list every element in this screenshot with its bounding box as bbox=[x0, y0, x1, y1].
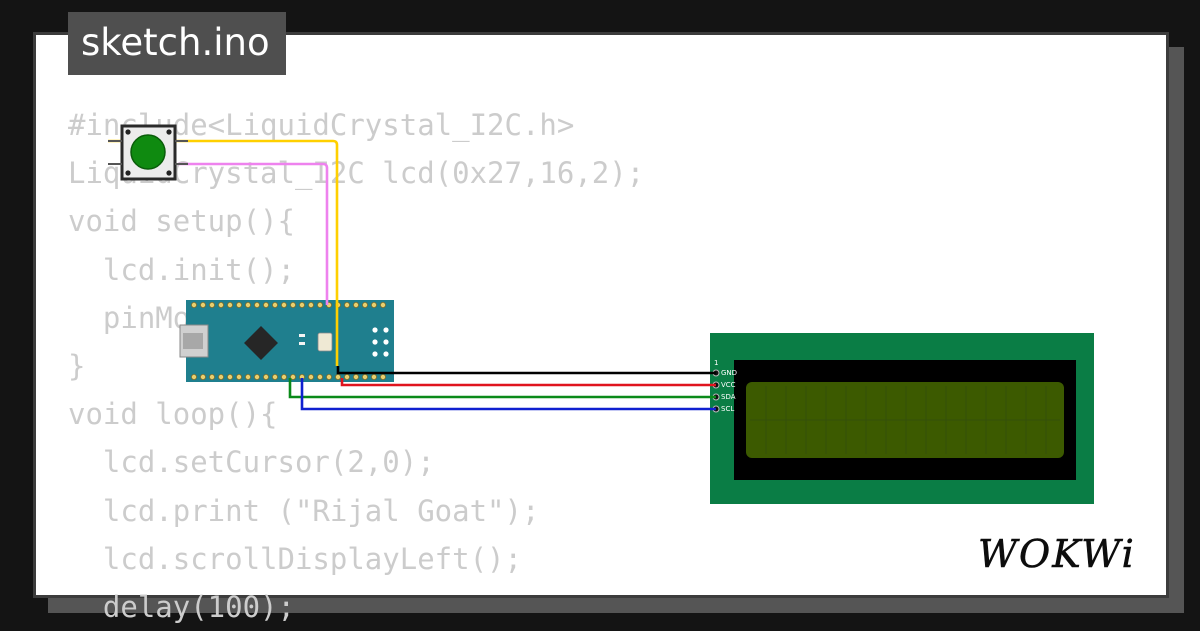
code-block: #include<LiquidCrystal_I2C.h>LiquidCryst… bbox=[68, 101, 644, 631]
pushbutton[interactable] bbox=[108, 124, 188, 181]
lcd-pin-number: 1 bbox=[714, 359, 718, 367]
nano-icsp-header bbox=[368, 322, 394, 362]
lcd-char-grid bbox=[750, 386, 1060, 454]
wire-vcc bbox=[340, 378, 716, 387]
lcd-pin-label: SCL bbox=[721, 405, 734, 413]
code-line: lcd.init(); bbox=[68, 252, 295, 287]
lcd-wires bbox=[288, 366, 716, 411]
pushbutton-cap bbox=[130, 134, 166, 170]
pushbutton-screw bbox=[166, 129, 172, 135]
code-line: delay(100); bbox=[68, 589, 295, 624]
wire-scl bbox=[300, 378, 716, 411]
code-line: void loop(){ bbox=[68, 397, 278, 432]
code-card: #include<LiquidCrystal_I2C.h>LiquidCryst… bbox=[33, 32, 1169, 624]
button-wires bbox=[108, 139, 339, 366]
code-line: lcd.scrollDisplayLeft(); bbox=[68, 541, 522, 576]
nano-led bbox=[299, 342, 305, 345]
code-line: void setup(){ bbox=[68, 204, 295, 239]
nano-chip bbox=[244, 326, 278, 360]
pushbutton-screw bbox=[125, 129, 131, 135]
nano-usb-inner bbox=[183, 333, 203, 349]
code-line: lcd.setCursor(2,0); bbox=[68, 445, 435, 480]
lcd-pin-label: VCC bbox=[721, 381, 736, 389]
code-line: lcd.print ("Rijal Goat"); bbox=[68, 493, 540, 528]
lcd-module[interactable]: 1 GND VCC SDA SCL bbox=[710, 333, 1094, 504]
nano-reset-button bbox=[317, 332, 333, 352]
lcd-pin-label: SDA bbox=[721, 393, 736, 401]
code-line: LiquidCrystal_I2C lcd(0x27,16,2); bbox=[68, 156, 645, 191]
logo-text: WOKWi bbox=[978, 532, 1136, 576]
wokwi-logo: WOKWi bbox=[978, 532, 1136, 577]
filename-tab[interactable]: sketch.ino bbox=[68, 12, 286, 75]
wire-button-pink bbox=[178, 162, 329, 305]
wire-button-yellow bbox=[108, 139, 339, 366]
nano-led bbox=[299, 334, 305, 337]
lcd-pin-label: GND bbox=[721, 369, 737, 377]
pushbutton-screw bbox=[166, 170, 172, 176]
nano-board bbox=[186, 300, 394, 382]
wire-sda bbox=[288, 378, 716, 399]
nano-icsp-pins bbox=[372, 327, 389, 357]
code-line: } bbox=[68, 348, 86, 383]
arduino-nano[interactable] bbox=[179, 300, 394, 382]
pushbutton-screw bbox=[125, 170, 131, 176]
wire-gnd bbox=[336, 366, 716, 375]
